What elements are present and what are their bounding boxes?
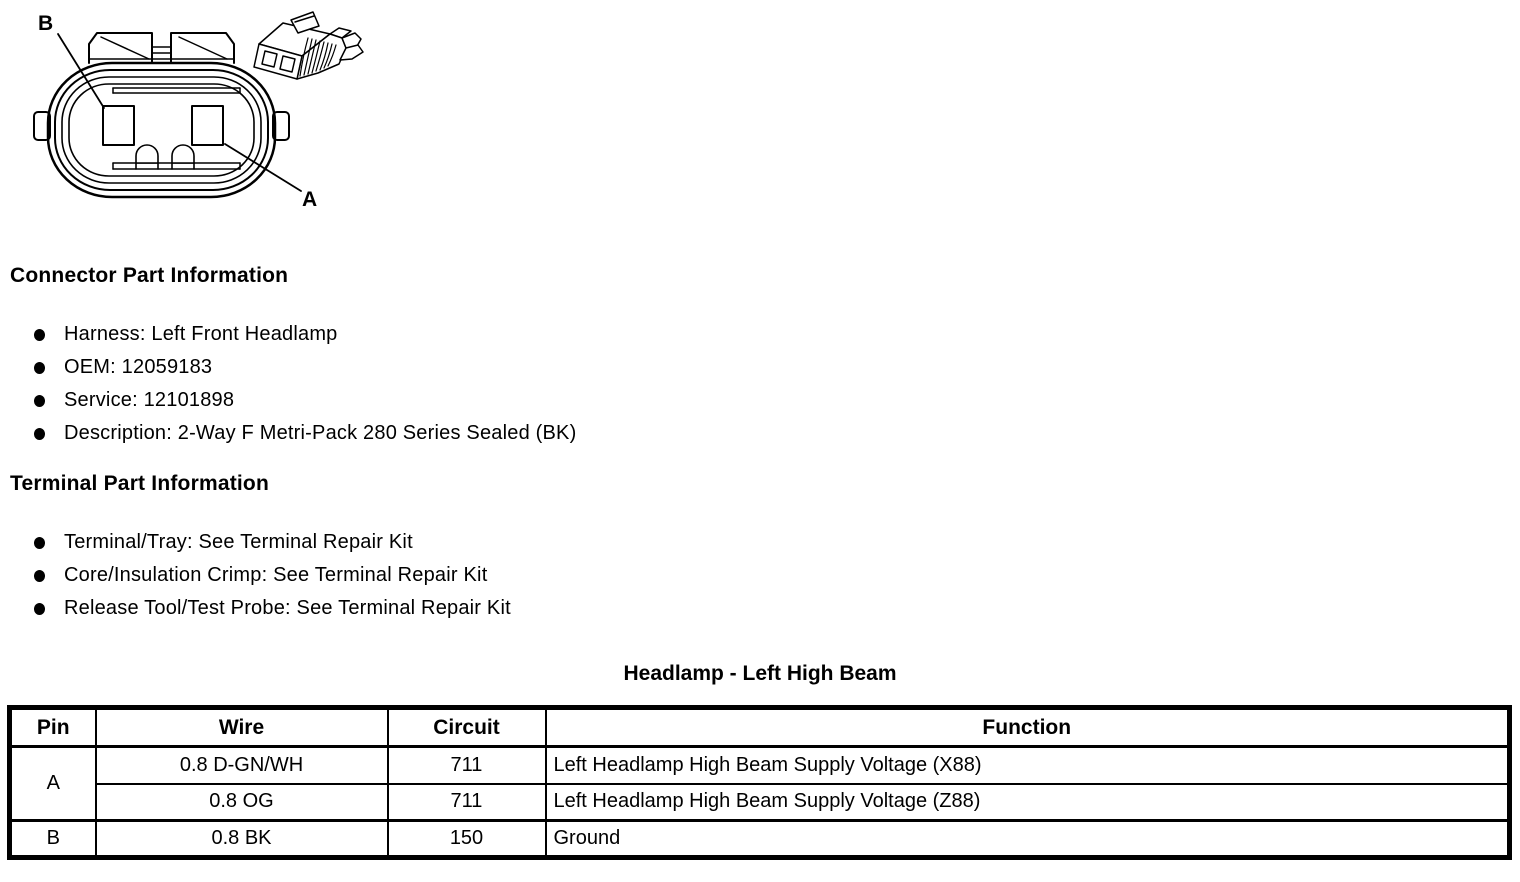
bullet-icon [34,361,45,374]
pin-cell: A [8,745,97,822]
wire-column-header: Wire [94,706,389,748]
pin-cavity-b [102,105,135,146]
list-item-text: Terminal/Tray: See Terminal Repair Kit [64,531,413,553]
function-cell: Ground [544,819,1511,859]
connector-part-info-list: Harness: Left Front Headlamp OEM: 120591… [34,318,576,450]
right-side-tab [272,111,290,141]
circuit-cell: 711 [386,782,547,822]
list-item: OEM: 12059183 [34,351,576,384]
bullet-icon [34,394,45,407]
index-bumps [135,144,195,170]
list-item-text: OEM: 12059183 [64,356,213,378]
leader-line-a [224,143,302,192]
connector-diagram: B A [33,11,364,211]
top-tabs [88,32,235,64]
leader-line-b [57,33,105,109]
connector-3d-view [253,11,364,80]
wire-cell: 0.8 OG [94,782,389,822]
rib-lines [299,37,337,77]
circuit-column-header: Circuit [386,706,547,748]
circuit-cell: 150 [386,819,547,859]
list-item: Description: 2-Way F Metri-Pack 280 Seri… [34,417,576,450]
list-item: Release Tool/Test Probe: See Terminal Re… [34,592,511,625]
list-item-text: Release Tool/Test Probe: See Terminal Re… [64,597,511,619]
wire-cell: 0.8 D-GN/WH [94,745,389,785]
function-cell: Left Headlamp High Beam Supply Voltage (… [544,745,1511,785]
table-row: 0.8 OG 711 Left Headlamp High Beam Suppl… [10,782,1511,822]
list-item-text: Description: 2-Way F Metri-Pack 280 Seri… [64,422,577,444]
list-item: Terminal/Tray: See Terminal Repair Kit [34,526,511,559]
table-row: B 0.8 BK 150 Ground [8,819,1511,859]
list-item-text: Core/Insulation Crimp: See Terminal Repa… [64,564,488,586]
bullet-icon [34,328,45,341]
pin-b-label: B [38,12,53,35]
pinout-table-title: Headlamp - Left High Beam [623,662,897,685]
circuit-cell: 711 [386,745,547,785]
pin-a-label: A [302,188,317,211]
pin-cell: B [8,819,97,859]
connector-part-info-heading: Connector Part Information [10,264,289,287]
pin-column-header: Pin [8,706,97,748]
wire-cell: 0.8 BK [94,819,389,859]
bullet-icon [34,427,45,440]
table-header-row: Pin Wire Circuit Function [8,706,1511,748]
terminal-part-info-list: Terminal/Tray: See Terminal Repair Kit C… [34,526,511,625]
list-item: Harness: Left Front Headlamp [34,318,576,351]
bullet-icon [34,569,45,582]
function-column-header: Function [544,706,1511,748]
table-row: A 0.8 D-GN/WH 711 Left Headlamp High Bea… [8,745,1511,822]
pin-cavity-a [191,105,224,146]
list-item: Service: 12101898 [34,384,576,417]
connector-face-view [33,32,302,199]
bullet-icon [34,602,45,615]
left-side-tab [33,111,51,141]
list-item-text: Service: 12101898 [64,389,235,411]
function-cell: Left Headlamp High Beam Supply Voltage (… [544,782,1511,822]
list-item: Core/Insulation Crimp: See Terminal Repa… [34,559,511,592]
bullet-icon [34,536,45,549]
terminal-part-info-heading: Terminal Part Information [10,472,269,495]
pinout-table: Pin Wire Circuit Function A 0.8 D-GN/WH … [7,705,1512,860]
list-item-text: Harness: Left Front Headlamp [64,323,338,345]
